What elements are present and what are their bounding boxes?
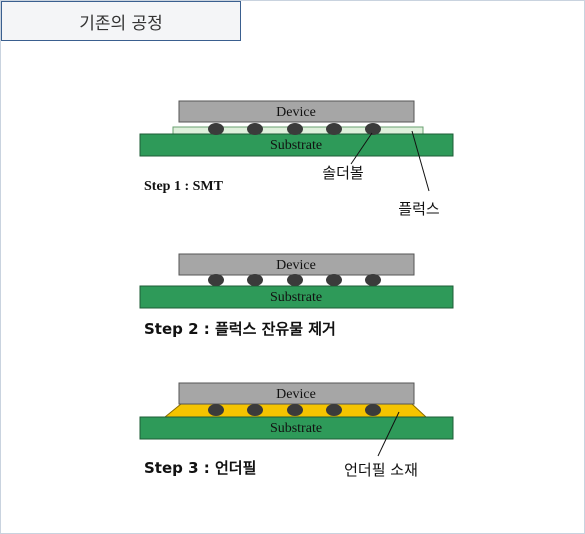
step-3-assembly: Substrate Device	[139, 382, 454, 440]
solder-ball	[208, 404, 224, 416]
solder-ball	[208, 123, 224, 135]
title-box: 기존의 공정	[1, 1, 241, 41]
step-3-label: Step 3 : 언더필	[144, 459, 256, 477]
solder-ball	[247, 404, 263, 416]
solder-ball-callout: 솔더볼	[322, 164, 363, 182]
step-2-assembly: Substrate Device	[139, 253, 454, 309]
substrate-label-3: Substrate	[270, 421, 322, 436]
solder-ball	[287, 404, 303, 416]
solder-ball	[247, 123, 263, 135]
solder-ball	[287, 123, 303, 135]
step-1-assembly: Substrate Device	[139, 100, 454, 157]
figure-title: 기존의 공정	[79, 13, 163, 34]
solder-ball	[247, 274, 263, 286]
solder-ball-callout-line	[350, 132, 373, 165]
solder-ball	[365, 404, 381, 416]
substrate-3	[139, 416, 454, 440]
underfill-callout: 언더필 소재	[344, 461, 418, 479]
substrate-label-1: Substrate	[270, 138, 322, 153]
substrate-2	[139, 285, 454, 309]
solder-ball	[326, 123, 342, 135]
device-1	[178, 100, 415, 123]
step-1-label: Step 1 : SMT	[144, 179, 224, 194]
underfill-callout-line	[377, 411, 400, 457]
solder-ball	[326, 274, 342, 286]
device-3	[178, 382, 415, 405]
solder-ball	[365, 123, 381, 135]
device-label-3: Device	[276, 387, 316, 402]
solder-ball	[326, 404, 342, 416]
device-label-2: Device	[276, 258, 316, 273]
solder-ball	[208, 274, 224, 286]
solder-ball	[287, 274, 303, 286]
substrate-label-2: Substrate	[270, 290, 322, 305]
step-2-label: Step 2 : 플럭스 잔유물 제거	[144, 320, 336, 338]
device-label-1: Device	[276, 105, 316, 120]
solder-ball	[365, 274, 381, 286]
flux-callout-line	[411, 130, 430, 192]
flux-callout: 플럭스	[398, 200, 440, 218]
